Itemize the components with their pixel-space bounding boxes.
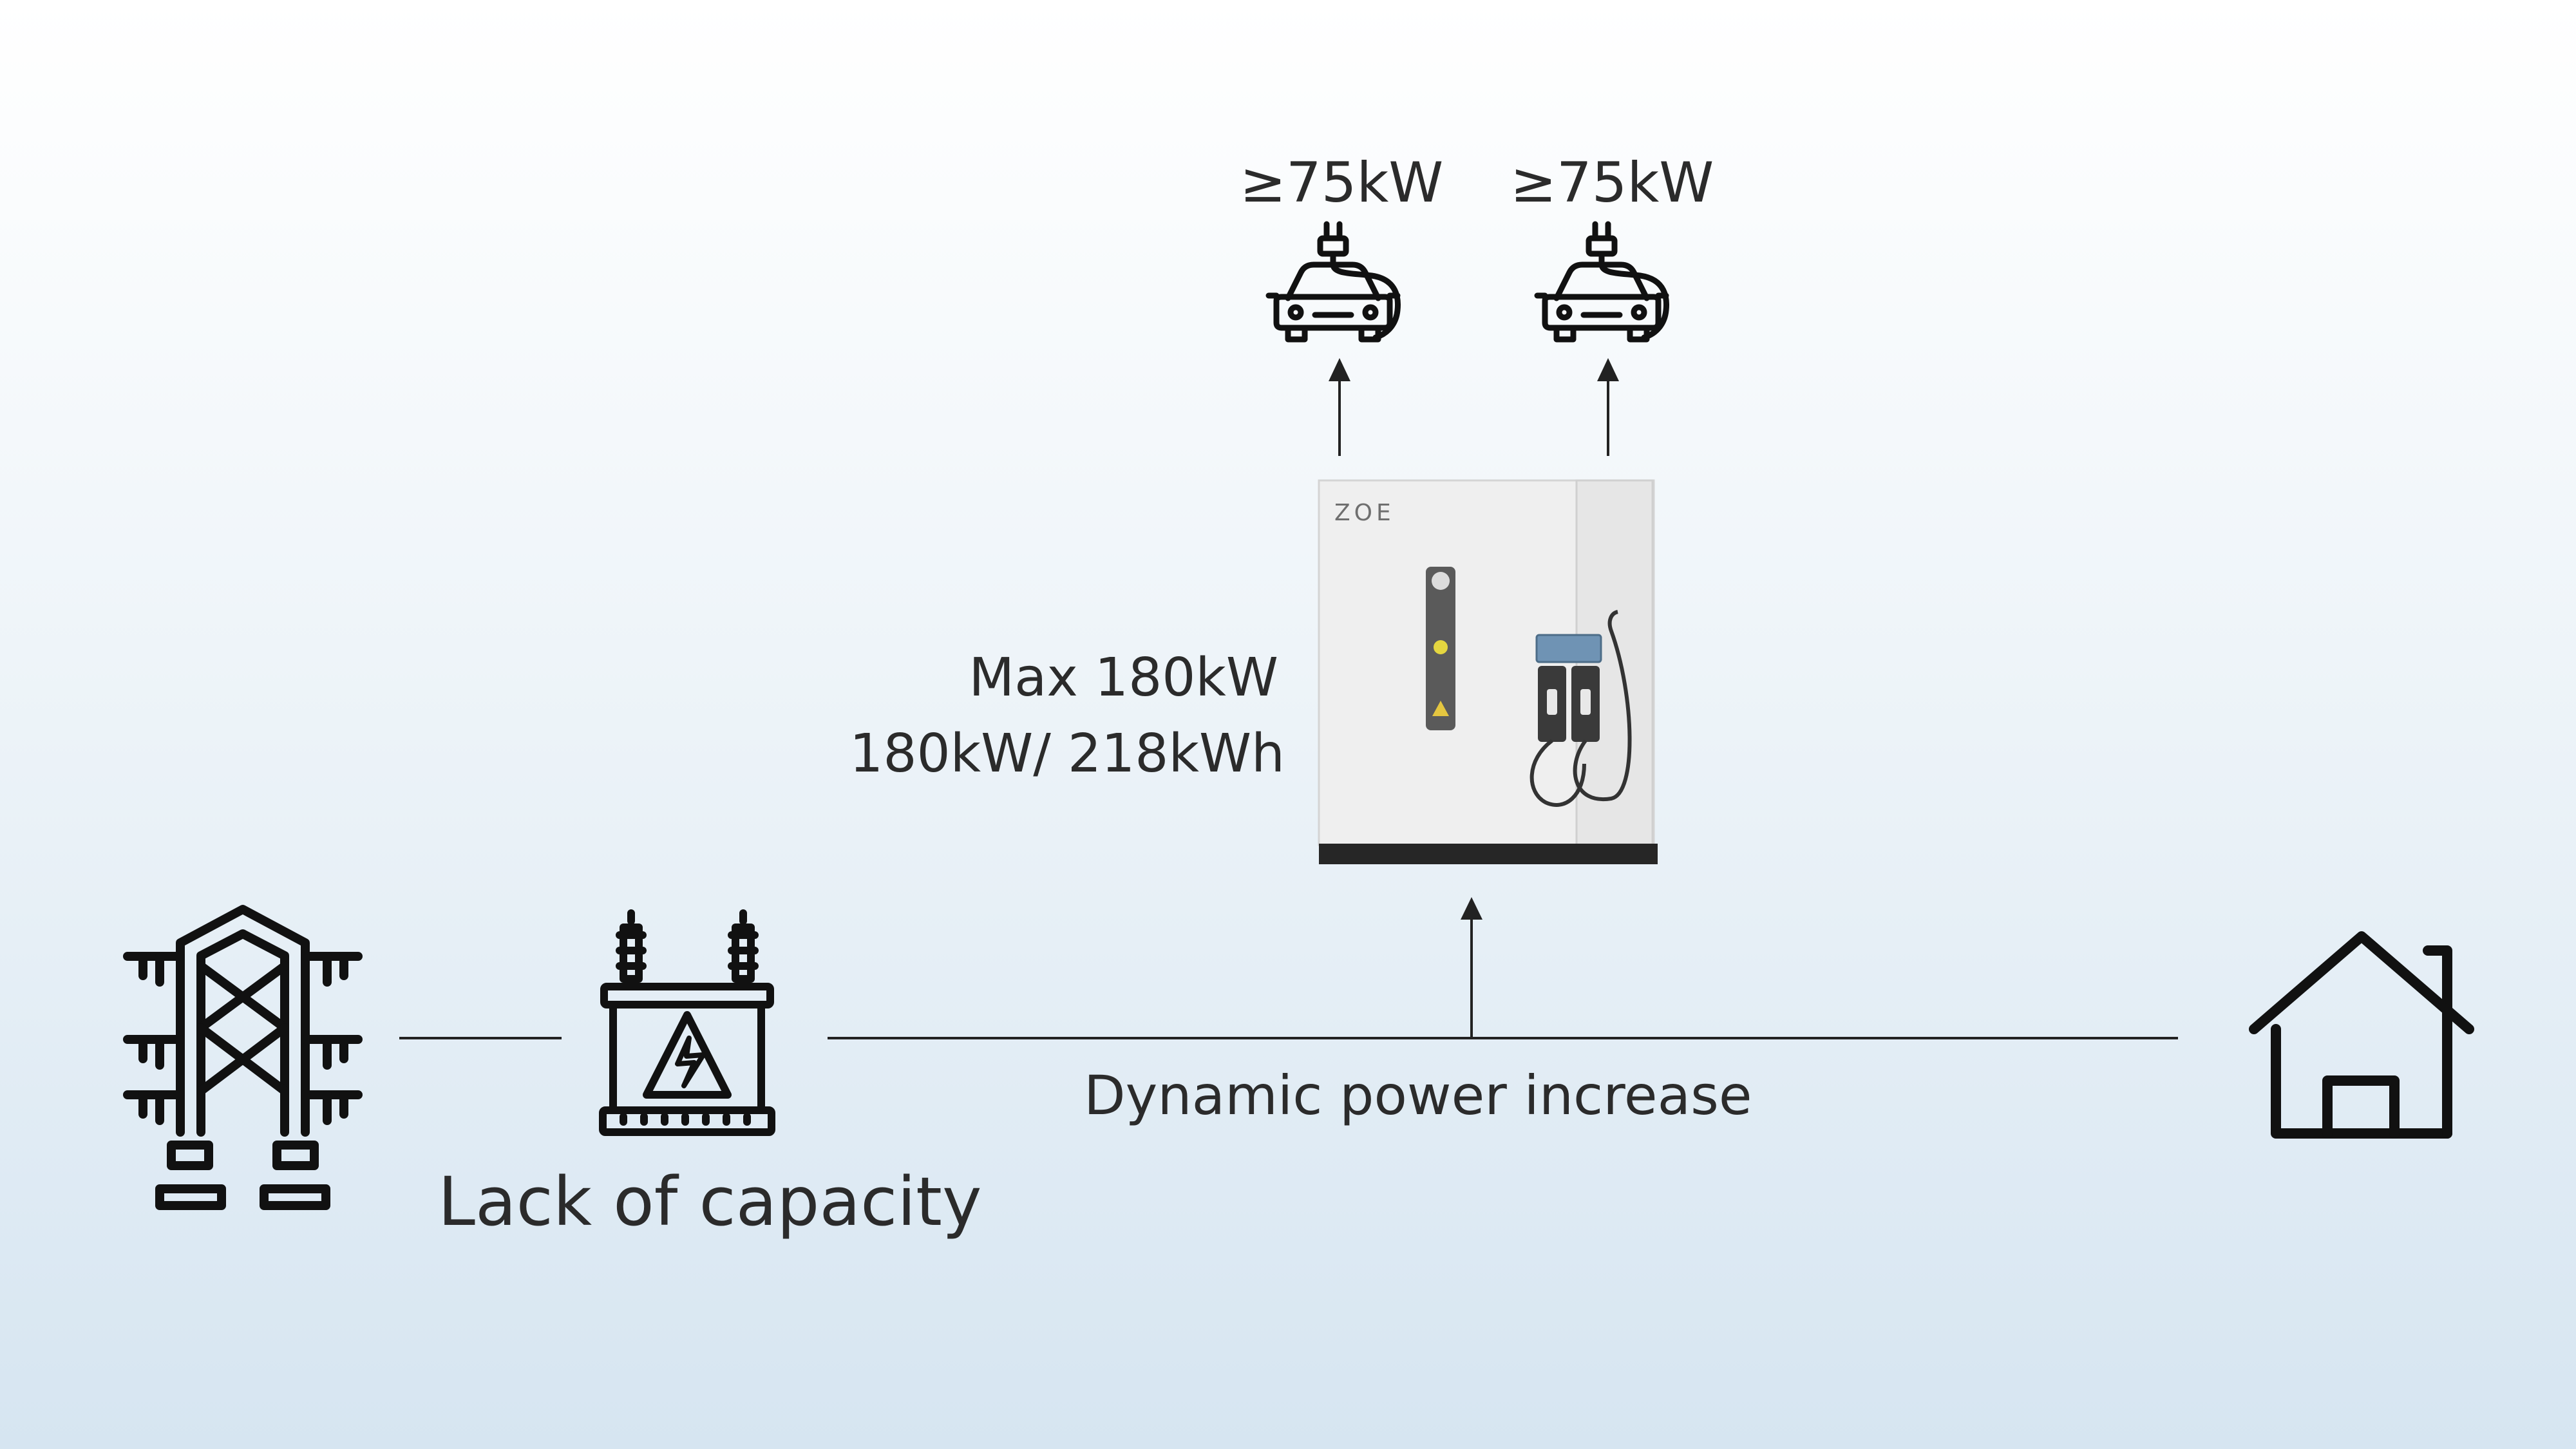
transformer-capacity-label: Lack of capacity (438, 1162, 982, 1241)
charger-yellow-light (1434, 640, 1448, 654)
charger-capacity-label: 180kW/ 218kWh (849, 723, 1285, 784)
charger-cabinet: ZOE (1318, 479, 1658, 864)
charger-brand-logo: ZOE (1334, 500, 1395, 526)
charging-cable-right (1573, 610, 1632, 802)
warning-sticker-icon (1432, 701, 1449, 716)
charger-to-car-arrow-2 (1597, 358, 1619, 456)
bus-dynamic-power-label: Dynamic power increase (1084, 1064, 1752, 1127)
charger-status-light (1432, 572, 1450, 590)
ev-car-plug-icon (1265, 221, 1401, 343)
transformer-icon (599, 909, 775, 1136)
house-icon (2249, 931, 2474, 1139)
charger-to-car-arrow-1 (1329, 358, 1350, 456)
ev-car-plug-icon (1534, 221, 1669, 343)
power-tower-icon (123, 905, 363, 1210)
charger-screen (1535, 634, 1602, 663)
output-power-label-1: ≥75kW (1240, 151, 1444, 215)
charger-max-power-label: Max 180kW (969, 647, 1278, 708)
bus-to-charger-arrow (1461, 897, 1482, 1038)
output-power-label-2: ≥75kW (1510, 151, 1714, 215)
